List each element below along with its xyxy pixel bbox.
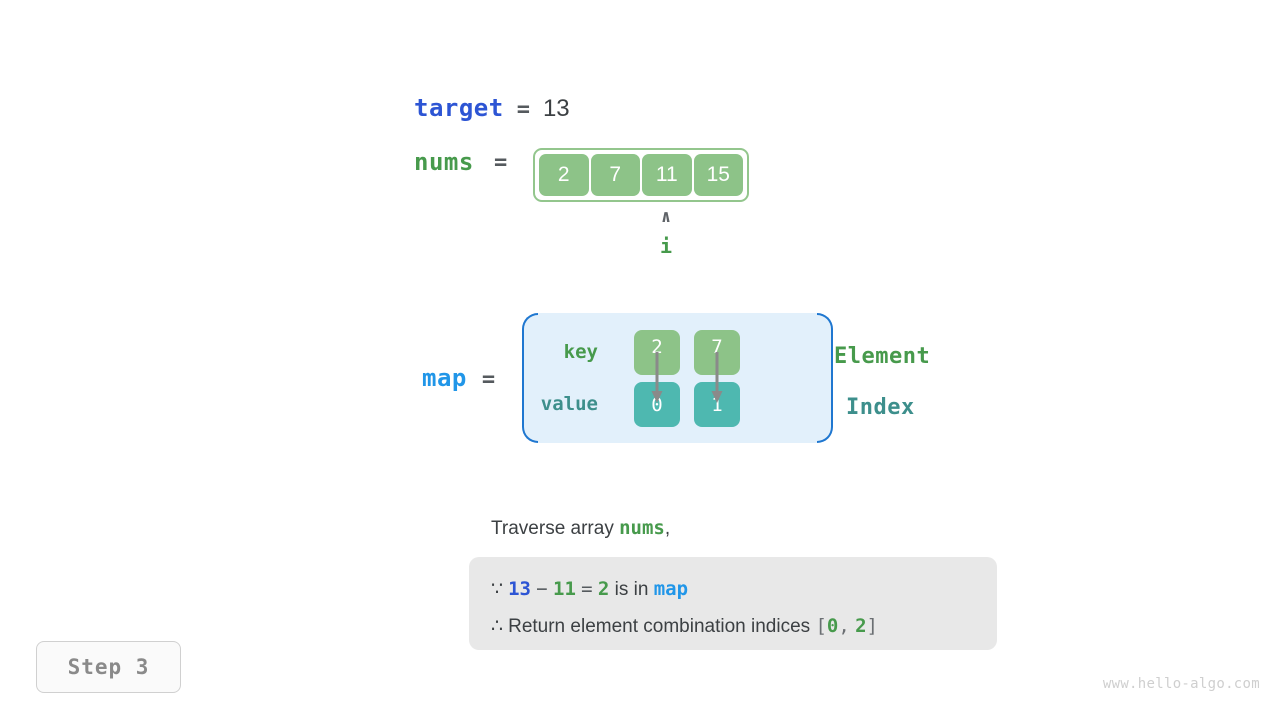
target-value: 13 (542, 95, 570, 122)
nums-label-row: nums = (414, 148, 507, 176)
nums-array: 2 7 11 15 (533, 148, 749, 202)
note-line-2: ∴Return element combination indices [0, … (491, 608, 975, 645)
target-label: target (414, 94, 504, 122)
caption-keyword-nums: nums (619, 517, 665, 539)
note-value-current: 11 (553, 578, 576, 600)
map-bracket-right-icon (817, 313, 833, 443)
map-label-row: map = (422, 364, 495, 392)
watermark: www.hello-algo.com (1102, 676, 1260, 692)
map-value-row-label: value (540, 393, 598, 415)
nums-cell-0: 2 (539, 154, 589, 196)
map-key-row-label: key (563, 341, 598, 363)
note-result-index-0: 0 (826, 615, 839, 637)
nums-cell-2: 11 (642, 154, 692, 196)
nums-equals-sign: = (494, 149, 508, 175)
note-line1-text: is in (614, 579, 649, 600)
note-equals-operator: = (581, 578, 593, 600)
note-line-1: ∵13 − 11 = 2 is in map (491, 571, 975, 608)
nums-label: nums (414, 148, 474, 176)
index-pointer-label: i (659, 234, 673, 258)
step-badge: Step 3 (36, 641, 181, 693)
note-result-index-1: 2 (855, 615, 867, 637)
target-row: target = 13 (414, 94, 570, 123)
note-keyword-map: map (653, 578, 689, 600)
map-equals-sign: = (481, 367, 496, 392)
note-bracket-close: ] (866, 615, 878, 637)
therefore-symbol: ∴ (491, 615, 504, 637)
because-symbol: ∵ (491, 578, 504, 600)
caption-suffix: , (664, 518, 671, 539)
map-value-cell-1: 1 (694, 382, 740, 427)
map-key-legend: Element (834, 344, 931, 369)
index-pointer-caret-icon: ∧ (660, 207, 672, 227)
nums-cell-1: 7 (590, 154, 640, 196)
down-arrow-icon (651, 352, 663, 403)
map-value-legend: Index (846, 395, 915, 420)
nums-cell-3: 15 (693, 154, 743, 196)
note-box: ∵13 − 11 = 2 is in map ∴Return element c… (469, 557, 997, 650)
caption-text: Traverse array nums, (491, 517, 670, 540)
note-value-target: 13 (508, 578, 531, 600)
note-comma: , (838, 615, 850, 637)
note-bracket-open: [ (815, 615, 827, 637)
target-equals-sign: = (516, 97, 530, 122)
note-value-complement: 2 (597, 578, 610, 600)
caption-prefix: Traverse array (491, 518, 620, 539)
map-label: map (422, 364, 467, 392)
down-arrow-icon (711, 352, 723, 403)
map-bracket-left-icon (522, 313, 538, 443)
note-line2-text: Return element combination indices (508, 616, 811, 637)
note-minus-operator: − (536, 578, 548, 600)
